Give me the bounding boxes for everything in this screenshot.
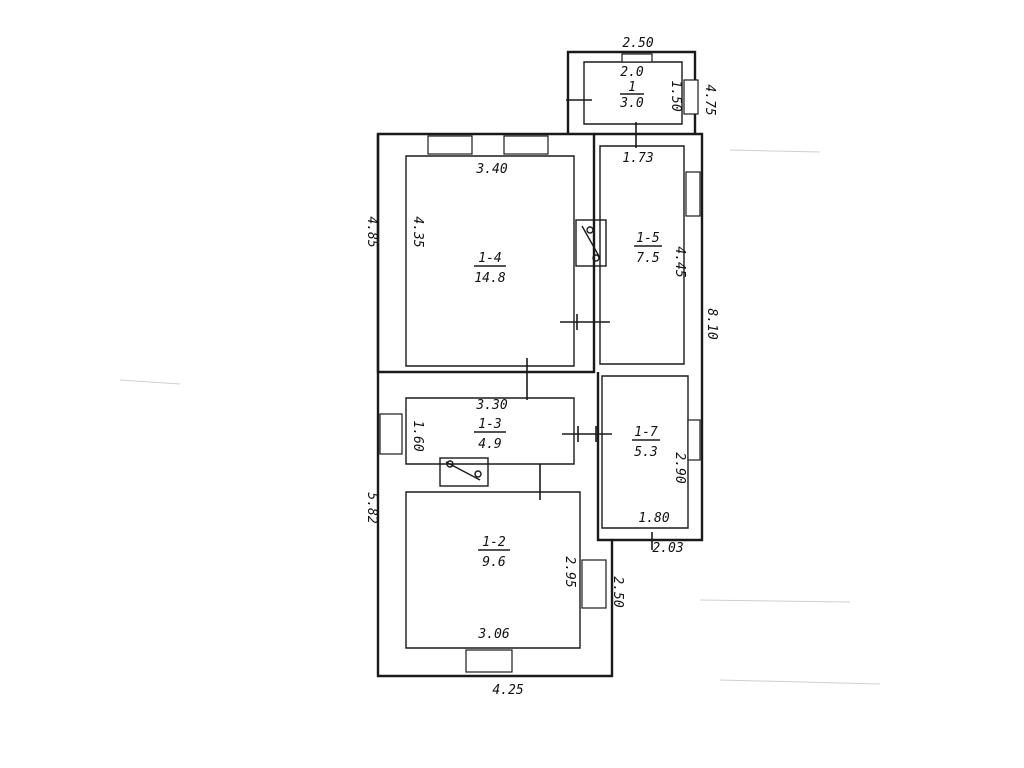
dim-top-small: 2.50 xyxy=(622,36,653,51)
dim-right-outer: 8.10 xyxy=(704,308,719,339)
window-room15 xyxy=(685,171,701,217)
dim-room14-height: 4.35 xyxy=(410,216,425,247)
room-1-5-name: 1-5 xyxy=(636,231,660,246)
room-1-2-area: 9.6 xyxy=(482,555,506,570)
dim-right-small-inner: 1.50 xyxy=(668,80,683,111)
dim-right-small-outer: 4.75 xyxy=(702,84,717,115)
room-1-5-area: 7.5 xyxy=(636,251,660,266)
dim-room12-height: 2.95 xyxy=(562,556,577,587)
dim-room12-width: 3.06 xyxy=(477,627,509,642)
room-small-top-extra: 2.0 xyxy=(620,65,644,80)
window-small-right xyxy=(683,79,699,115)
window-room17 xyxy=(687,419,701,461)
room-1-2-name: 1-2 xyxy=(482,535,506,550)
outer-walls xyxy=(376,50,704,678)
room-1-5: 1-5 7.5 xyxy=(634,231,662,266)
room-small-top-name: 1 xyxy=(628,80,636,95)
dim-room13-width: 3.30 xyxy=(475,398,507,413)
door-ticks xyxy=(518,99,653,550)
dim-room13-height: 1.60 xyxy=(410,420,425,451)
room-1-4: 1-4 14.8 xyxy=(474,251,506,286)
dim-left-outer-top: 4.85 xyxy=(364,216,379,247)
room-1-4-area: 14.8 xyxy=(474,271,505,286)
room-1-3: 1-3 4.9 xyxy=(474,417,506,452)
room-1-3-area: 4.9 xyxy=(478,437,501,452)
room-1-2: 1-2 9.6 xyxy=(478,535,510,570)
dim-left-outer-bottom: 5.82 xyxy=(364,492,379,523)
dimension-labels: 2.50 4.75 1.50 3.40 1.73 4.85 4.35 4.45 … xyxy=(364,36,719,698)
stove-room13 xyxy=(439,457,489,487)
dim-room17-width: 1.80 xyxy=(638,511,669,526)
room-1-4-name: 1-4 xyxy=(478,251,501,266)
dim-bottom-outer: 4.25 xyxy=(492,683,523,698)
dim-room17-height: 2.90 xyxy=(672,452,687,483)
window-room13 xyxy=(379,413,403,455)
dim-room15-height: 4.45 xyxy=(672,246,687,277)
room-1-7-area: 5.3 xyxy=(634,445,657,460)
room-small-top: 2.0 1 3.0 xyxy=(619,65,644,111)
window-top-left-b xyxy=(503,135,549,155)
windows xyxy=(379,53,701,673)
room-1-7-name: 1-7 xyxy=(634,425,658,440)
window-small-top xyxy=(621,53,653,63)
room-1-3-name: 1-3 xyxy=(478,417,501,432)
window-room12-bottom xyxy=(465,649,513,673)
dim-room12-right: 2.50 xyxy=(610,576,625,607)
inner-walls xyxy=(405,61,689,649)
dim-room14-width: 3.40 xyxy=(475,162,507,177)
room-1-7: 1-7 5.3 xyxy=(632,425,660,460)
scan-noise xyxy=(119,149,881,685)
window-top-left-a xyxy=(427,135,473,155)
window-room12-right xyxy=(581,559,607,609)
dim-right-bottom: 2.03 xyxy=(652,541,683,556)
stove-room14 xyxy=(575,219,607,267)
dim-room15-width: 1.73 xyxy=(622,151,653,166)
room-small-top-area: 3.0 xyxy=(619,96,644,111)
